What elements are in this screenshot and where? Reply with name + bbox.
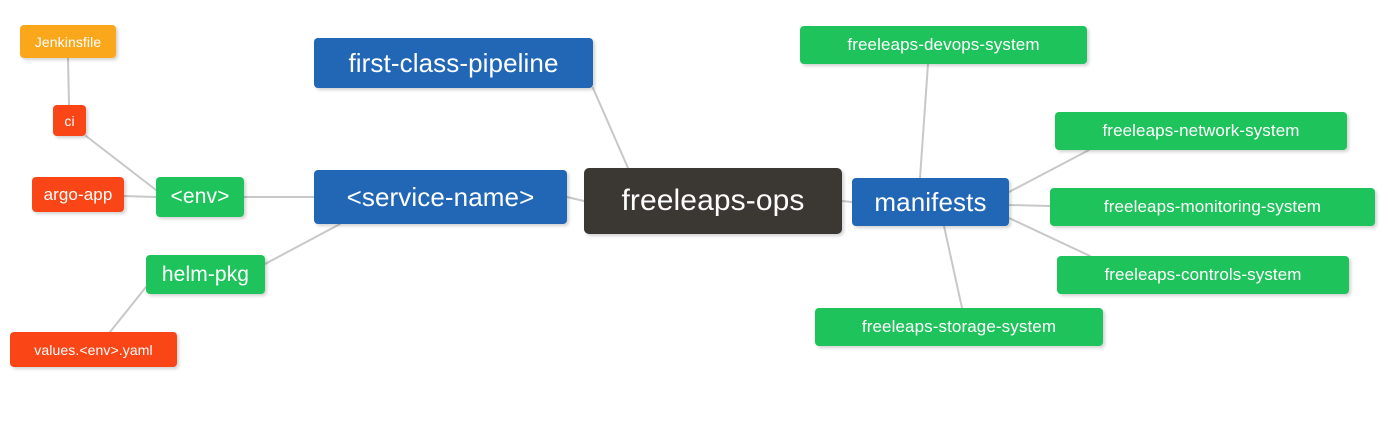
edge-helm-pkg-to-values-yaml — [109, 286, 147, 333]
mindmap-node-label: manifests — [874, 186, 987, 217]
mindmap-node-label: <service-name> — [346, 181, 535, 212]
edge-root-to-service-name — [566, 196, 585, 202]
mindmap-node-service-name[interactable]: <service-name> — [314, 170, 567, 224]
mindmap-node-root[interactable]: freeleaps-ops — [584, 168, 842, 234]
mindmap-node-label: Jenkinsfile — [34, 33, 102, 50]
mindmap-node-env[interactable]: <env> — [156, 177, 244, 217]
mindmap-node-label: freeleaps-monitoring-system — [1103, 197, 1322, 216]
edge-env-to-argo-app — [123, 195, 157, 198]
mindmap-node-label: helm-pkg — [161, 262, 250, 286]
mindmap-node-devops-system[interactable]: freeleaps-devops-system — [800, 26, 1087, 64]
mindmap-node-label: ci — [64, 112, 75, 129]
mindmap-node-manifests[interactable]: manifests — [852, 178, 1009, 226]
mindmap-node-label: values.<env>.yaml — [34, 341, 153, 358]
mindmap-node-label: freeleaps-controls-system — [1104, 265, 1302, 284]
mindmap-node-helm-pkg[interactable]: helm-pkg — [146, 255, 265, 294]
edge-root-to-first-class — [592, 87, 629, 169]
mindmap-node-jenkinsfile[interactable]: Jenkinsfile — [20, 25, 116, 58]
mindmap-node-monitoring-system[interactable]: freeleaps-monitoring-system — [1050, 188, 1375, 226]
mindmap-node-label: freeleaps-storage-system — [861, 317, 1057, 336]
mindmap-node-storage-system[interactable]: freeleaps-storage-system — [815, 308, 1103, 346]
mindmap-node-controls-system[interactable]: freeleaps-controls-system — [1057, 256, 1349, 294]
mindmap-node-values-yaml[interactable]: values.<env>.yaml — [10, 332, 177, 367]
edge-manifests-to-network-system — [1008, 149, 1090, 193]
mindmap-node-network-system[interactable]: freeleaps-network-system — [1055, 112, 1347, 150]
mindmap-node-label: first-class-pipeline — [348, 47, 559, 78]
edge-manifests-to-devops-system — [919, 63, 929, 179]
edge-root-to-manifests — [841, 200, 853, 203]
mindmap-node-ci[interactable]: ci — [53, 105, 86, 136]
edge-manifests-to-storage-system — [943, 225, 963, 309]
mindmap-node-label: argo-app — [43, 184, 113, 204]
edge-manifests-to-monitoring-system — [1008, 204, 1051, 207]
mindmap-node-argo-app[interactable]: argo-app — [32, 177, 124, 212]
mindmap-node-label: <env> — [170, 185, 230, 208]
mindmap-node-first-class[interactable]: first-class-pipeline — [314, 38, 593, 88]
mindmap-node-label: freeleaps-devops-system — [847, 35, 1040, 54]
mindmap-node-label: freeleaps-ops — [621, 184, 805, 217]
edge-service-name-to-helm-pkg — [264, 223, 341, 265]
edge-ci-to-jenkinsfile — [67, 57, 70, 106]
mindmap-node-label: freeleaps-network-system — [1102, 121, 1300, 140]
